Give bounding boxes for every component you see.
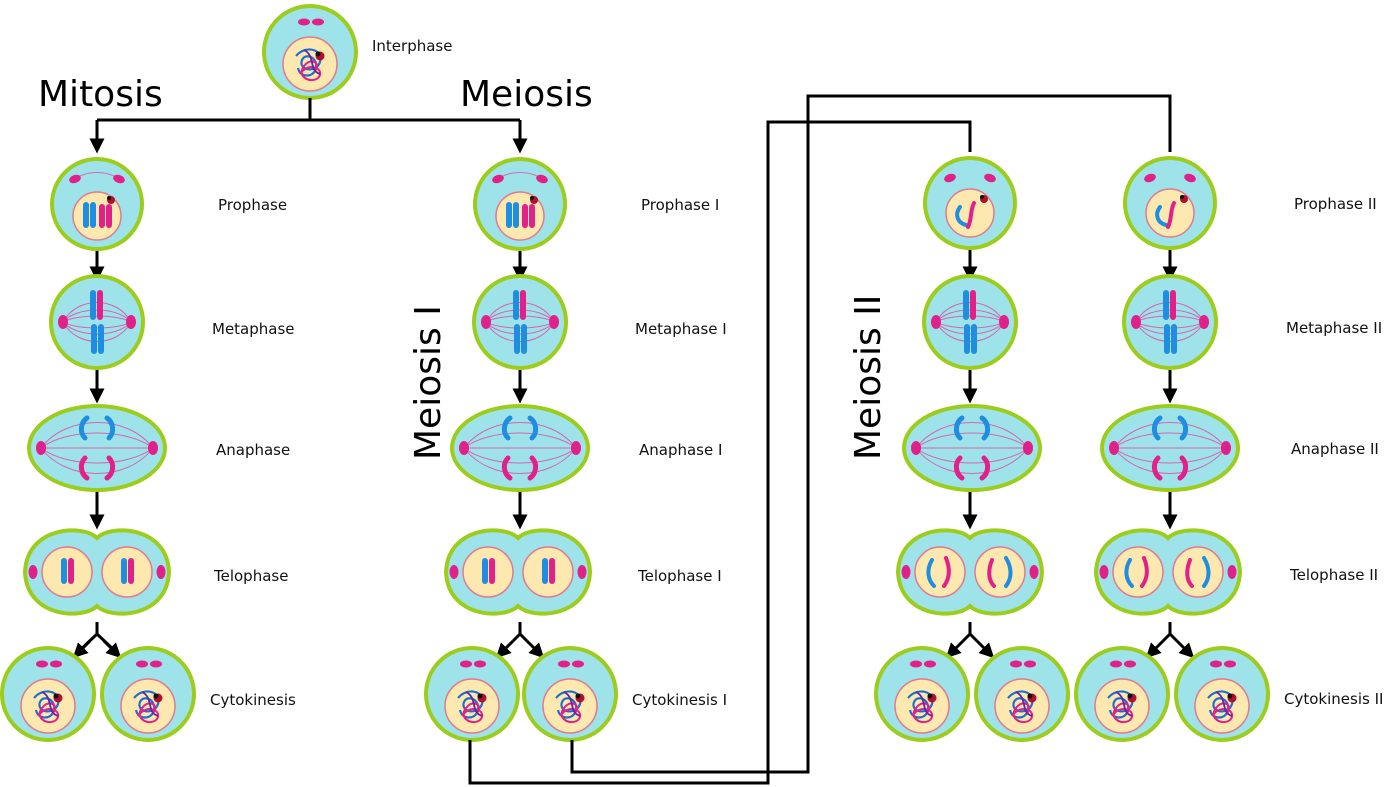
mitosis-prophase-cell bbox=[50, 157, 144, 251]
mitosis-label-prophase: Prophase bbox=[218, 196, 287, 214]
mitosis-daughter-cell-2 bbox=[102, 648, 194, 740]
meiosis-2-right-prophase-cell bbox=[1123, 156, 1217, 250]
mitosis-label-anaphase: Anaphase bbox=[216, 441, 290, 459]
meiosis-2-title: Meiosis II bbox=[848, 295, 889, 460]
meiosis-2-label-metaphase: Metaphase II bbox=[1286, 319, 1382, 337]
meiosis-1-telophase-cell bbox=[444, 528, 592, 616]
meiosis-2-right-column bbox=[1076, 156, 1268, 740]
mitosis-label-telophase: Telophase bbox=[213, 567, 288, 585]
meiosis-1-metaphase-cell bbox=[472, 274, 568, 370]
meiosis-2-left-telophase-cell bbox=[896, 528, 1044, 616]
meiosis-2-left-anaphase-cell bbox=[904, 406, 1040, 490]
meiosis-2-left-daughter-cell-2 bbox=[976, 648, 1068, 740]
meiosis-2-left-daughter-cell-1 bbox=[876, 648, 968, 740]
mitosis-metaphase-cell bbox=[49, 274, 145, 370]
meiosis-1-column bbox=[426, 157, 616, 740]
mitosis-anaphase-cell bbox=[29, 406, 165, 490]
meiosis-1-label-metaphase: Metaphase I bbox=[635, 320, 727, 338]
meiosis-1-anaphase-cell bbox=[452, 406, 588, 490]
meiosis-2-left-metaphase-cell bbox=[922, 274, 1018, 370]
interphase-label: Interphase bbox=[372, 37, 452, 55]
meiosis-title: Meiosis bbox=[460, 74, 593, 115]
mitosis-label-metaphase: Metaphase bbox=[212, 320, 295, 338]
meiosis-2-label-prophase: Prophase II bbox=[1294, 195, 1377, 213]
mitosis-telophase-cell bbox=[23, 528, 171, 616]
meiosis-1-label-prophase: Prophase I bbox=[641, 196, 719, 214]
meiosis-1-title: Meiosis I bbox=[408, 305, 449, 460]
meiosis-2-right-telophase-cell bbox=[1094, 528, 1242, 616]
meiosis-1-label-cytokinesis: Cytokinesis I bbox=[632, 691, 727, 709]
meiosis-2-right-metaphase-cell bbox=[1122, 274, 1218, 370]
mitosis-title: Mitosis bbox=[38, 74, 163, 115]
meiosis-2-label-cytokinesis: Cytokinesis II bbox=[1284, 690, 1383, 708]
meiosis-1-daughter-cell-2 bbox=[524, 648, 616, 740]
meiosis-2-left-prophase-cell bbox=[923, 156, 1017, 250]
meiosis-1-label-anaphase: Anaphase I bbox=[639, 441, 722, 459]
meiosis-2-right-daughter-cell-2 bbox=[1176, 648, 1268, 740]
interphase-connector bbox=[89, 98, 528, 154]
interphase-cell bbox=[264, 6, 356, 98]
meiosis-2-label-telophase: Telophase II bbox=[1289, 566, 1378, 584]
meiosis-2-right-anaphase-cell bbox=[1102, 406, 1238, 490]
meiosis-1-prophase-cell bbox=[473, 157, 567, 251]
mitosis-column bbox=[2, 157, 194, 740]
meiosis-1-daughter-cell-1 bbox=[426, 648, 518, 740]
meiosis-2-right-daughter-cell-1 bbox=[1076, 648, 1168, 740]
meiosis-2-left-column bbox=[876, 156, 1068, 740]
meiosis-connector-lines bbox=[468, 94, 1172, 785]
mitosis-label-cytokinesis: Cytokinesis bbox=[210, 691, 296, 709]
mitosis-daughter-cell-1 bbox=[2, 648, 94, 740]
meiosis-1-label-telophase: Telophase I bbox=[637, 567, 722, 585]
meiosis-2-label-anaphase: Anaphase II bbox=[1291, 440, 1379, 458]
